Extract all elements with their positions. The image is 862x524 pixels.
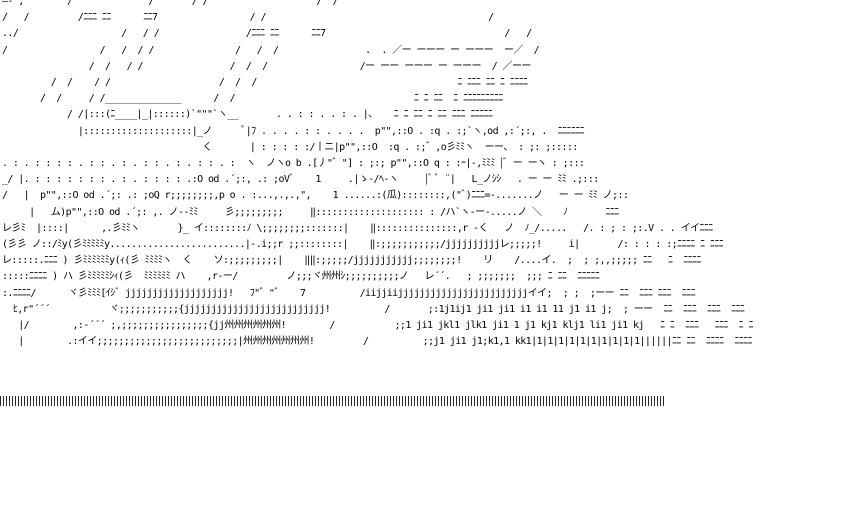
ascii-art-line: | .:イイ;;;;;;;;;;;;;;;;;;;;;;;;;;|州州州州州州州…	[2, 336, 752, 348]
ascii-art-line: |/ ,:-´´´ ;,;;;;;;;;;;;;;;;;{jj州州州州州州! /…	[2, 320, 753, 332]
ascii-art-line: _/ |. : : : : : : : . : . : : : : .:O od…	[2, 174, 599, 186]
ascii-art-line: . : . : : : : . : : . : . : : . : . : : …	[2, 158, 585, 170]
ascii-art-line: / | p"",::O od .´;: .: ;oQ r;;;;;;;;,p o…	[2, 190, 629, 202]
ascii-art-line: ―- , / / / / / /	[2, 0, 339, 7]
ascii-art-line: / / / / / / / /ー ーー ーーー ー ーーー / ／ーー	[2, 60, 532, 72]
ascii-art-line: ../ / / / /ﾆﾆﾆ ﾆﾆ ﾆﾆ7 / /	[2, 28, 532, 40]
ascii-art-line: / / /ﾆﾆﾆ ﾆﾆ ﾆﾆ7 / / /	[2, 12, 494, 24]
ascii-art-line: / /|:::(ﾆ____|_|::::::)`"""`ヽ__ . . : : …	[2, 109, 493, 121]
ascii-art-line: く | : : : : :/丨ニ|p"",::O :q . :;゛,o彡ﾐﾐヽ …	[2, 141, 579, 153]
ascii-art-line: レ:::::.ﾆﾆﾆ ) 彡ﾐﾐﾐﾐﾐﾐy(ｨ(彡 ﾐﾐﾐﾐヽ く ソ:;;;;…	[2, 255, 701, 267]
ascii-art-line: :.ﾆﾆﾆﾆ/ ヾ彡ﾐﾐﾐ[ｲｼﾞ jjjjjjjjjjjjjjjjjjj! ﾌ…	[2, 287, 696, 299]
ascii-art-text: ―- , / / / / / / / / /ﾆﾆﾆ ﾆﾆ ﾆﾆ7 / / / .…	[2, 0, 753, 350]
ascii-art-line: (彡彡 ノ::/ﾐy(彡ﾐﾐﾐﾐﾐy......................…	[2, 239, 724, 251]
ascii-art-line: :::::ﾆﾆﾆﾆ ) ハ 彡ﾐﾐﾐﾐﾐｼｨ(彡 ﾐﾐﾐﾐﾐﾐ ハ ,r‐ー/ …	[2, 271, 600, 283]
ascii-art-line: |::::::::::::::::::::|_ノ ﾟ|ﾌ . . . . : :…	[2, 125, 585, 137]
ascii-art-line: / / / /______________ / / ﾆ ﾆ ﾆﾆ ﾆ ﾆﾆﾆﾆﾆ…	[2, 93, 503, 105]
ascii-art-line: / / / / / / / / . . ／ー ーーー ー ーーー ー／ /	[2, 44, 540, 56]
ground-hatching	[0, 396, 664, 406]
ascii-art-line: レ彡ﾐ |::::| ,.彡ﾐﾐヽ }_ イ::::::::ﾉ \;;;;;;;…	[2, 222, 713, 234]
ascii-art-line: ﾋ,r"´´´ ヾ;;;;;;;;;;;{jjjjjjjjjjjjjjjjjjj…	[2, 303, 745, 315]
ascii-art-line: / / / / / / / ﾆ ﾆﾆﾆ ﾆﾆ ﾆ ﾆﾆﾆﾆ	[2, 77, 528, 89]
ascii-art-line: | ム)p"",::O od .´;: ,. ノ-‐ﾐﾐ 彡;;;;;;;;; …	[2, 206, 619, 218]
